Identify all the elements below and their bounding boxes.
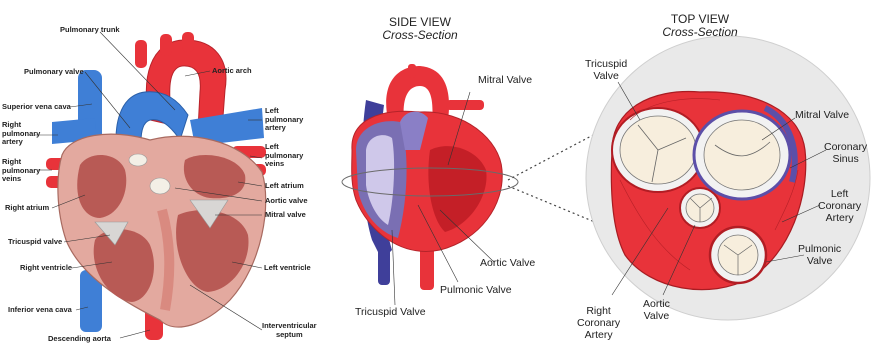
top-view-heart	[586, 36, 870, 320]
label-side-pulmonic-valve: Pulmonic Valve	[440, 284, 512, 296]
label-inferior-vena-cava: Inferior vena cava	[8, 306, 72, 315]
label-top-pulmonic-valve: Pulmonic Valve	[798, 243, 841, 267]
label-side-aortic-valve: Aortic Valve	[480, 257, 535, 269]
label-right-pulmonary-artery: Right pulmonary artery	[2, 121, 40, 147]
top-mitral-valve	[704, 120, 780, 190]
label-right-ventricle: Right ventricle	[20, 264, 72, 273]
label-top-aortic-valve: Aortic Valve	[643, 298, 670, 322]
label-left-pulmonary-artery: Left pulmonary artery	[265, 107, 303, 133]
frontal-heart-diagram	[46, 32, 266, 340]
side-aorta-branch	[408, 64, 416, 78]
label-descending-aorta: Descending aorta	[48, 335, 111, 344]
label-tricuspid-valve: Tricuspid valve	[8, 238, 62, 247]
top-view-title-block: TOP VIEW Cross-Section	[645, 13, 755, 39]
side-view-title-block: SIDE VIEW Cross-Section	[370, 16, 470, 42]
top-view-subtitle: Cross-Section	[645, 26, 755, 39]
label-pulmonary-trunk: Pulmonary trunk	[60, 26, 120, 35]
label-pulmonary-valve: Pulmonary valve	[24, 68, 84, 77]
label-top-right-coronary-artery: Right Coronary Artery	[577, 305, 620, 341]
aortic-arch-branch-3	[182, 32, 194, 52]
aortic-arch-branch-1	[135, 40, 147, 68]
label-mitral-valve: Mitral valve	[265, 211, 306, 220]
label-left-pulmonary-veins: Left pulmonary veins	[265, 143, 303, 169]
label-superior-vena-cava: Superior vena cava	[2, 103, 71, 112]
label-side-tricuspid-valve: Tricuspid Valve	[355, 306, 426, 318]
aortic-arch-branch-2	[160, 34, 172, 56]
label-left-atrium: Left atrium	[265, 182, 304, 191]
label-top-coronary-sinus: Coronary Sinus	[824, 141, 867, 165]
label-top-mitral-valve: Mitral Valve	[795, 109, 849, 121]
label-right-pulmonary-veins: Right pulmonary veins	[2, 158, 40, 184]
side-inferior-vena-cava	[378, 240, 390, 285]
label-left-ventricle: Left ventricle	[264, 264, 311, 273]
label-aortic-arch: Aortic arch	[212, 67, 252, 76]
pulmonary-valve-shape	[129, 154, 147, 166]
right-ventricle-chamber	[94, 229, 154, 302]
label-interventricular-septum: Interventricular septum	[262, 322, 317, 339]
aortic-valve-shape	[150, 178, 170, 194]
label-side-mitral-valve: Mitral Valve	[478, 74, 532, 86]
label-top-left-coronary-artery: Left Coronary Artery	[818, 188, 861, 224]
label-aortic-valve: Aortic valve	[265, 197, 308, 206]
label-right-atrium: Right atrium	[5, 204, 49, 213]
label-top-tricuspid-valve: Tricuspid Valve	[585, 58, 627, 82]
side-view-subtitle: Cross-Section	[370, 29, 470, 42]
